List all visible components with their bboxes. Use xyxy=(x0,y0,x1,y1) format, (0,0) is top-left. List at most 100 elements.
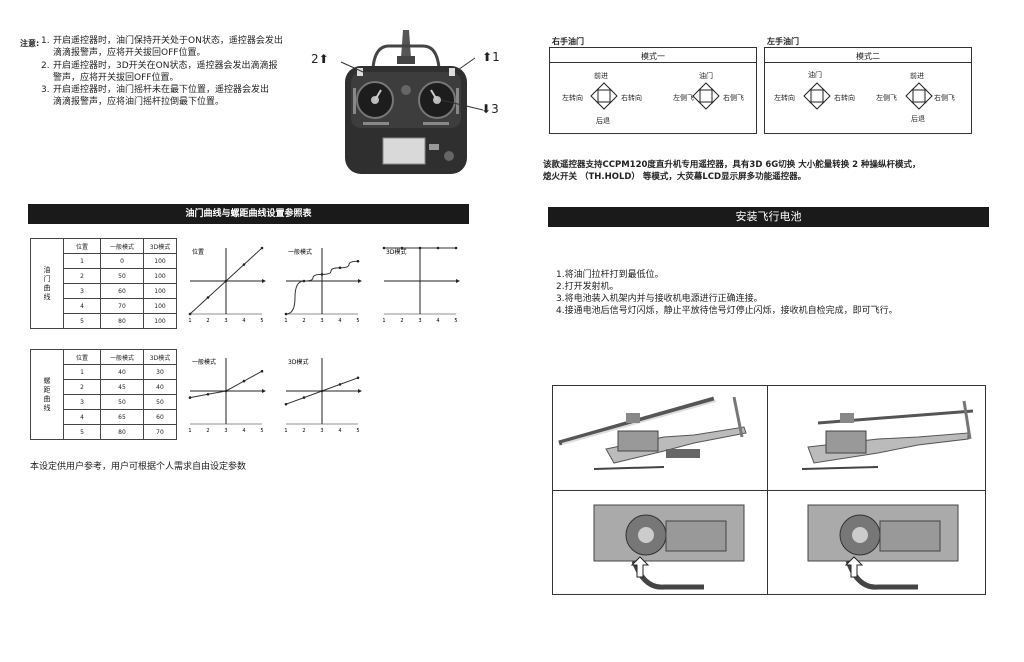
dpad-icon xyxy=(692,82,720,110)
description-line: 熄火开关 （TH.HOLD） 等模式，大荧幕LCD显示屏多功能遥控器。 xyxy=(543,172,807,182)
helicopter-photo xyxy=(801,400,974,470)
curve-section-title: 油门曲线与螺距曲线设置参照表 xyxy=(28,204,469,224)
curve-point xyxy=(338,383,342,386)
battery-photo-grid xyxy=(552,385,986,595)
tick-label: 1 xyxy=(382,318,385,324)
dpad-label-left: 左转向 xyxy=(562,94,583,102)
mode1-box: 模式一 xyxy=(549,47,757,134)
warning-text: 警声，应将开关拔回OFF位置。 xyxy=(53,72,179,83)
warning-num: 3. xyxy=(41,85,50,95)
axis-arrow-icon xyxy=(358,389,362,393)
tick-label: 5 xyxy=(454,318,457,324)
dpad-icon xyxy=(590,82,618,110)
tick-label: 2 xyxy=(400,318,403,324)
curve-point xyxy=(454,246,458,250)
dpad-label-top: 前进 xyxy=(594,72,608,80)
mode2-caption: 左手油门 xyxy=(767,37,799,46)
tick-label: 3 xyxy=(320,428,323,434)
curve-point xyxy=(284,402,288,406)
callout-number: 2 xyxy=(311,52,319,66)
curve-point xyxy=(356,259,360,263)
axis-arrow-icon xyxy=(456,279,460,283)
curve-point xyxy=(356,376,360,380)
curve-point xyxy=(400,246,404,250)
battery-step: 3.将电池装入机架内并与接收机电源进行正确连接。 xyxy=(556,294,763,304)
curve-point xyxy=(418,246,422,250)
curve-point xyxy=(242,263,246,266)
arrow-up-icon: ⬆ xyxy=(318,52,329,66)
tick-label: 4 xyxy=(338,428,341,434)
axis-arrow-icon xyxy=(262,389,266,393)
tick-label: 5 xyxy=(260,318,263,324)
tick-label: 5 xyxy=(260,428,263,434)
battery-install-photo xyxy=(807,504,959,590)
helicopter-photo xyxy=(558,396,747,470)
tick-label: 4 xyxy=(242,428,245,434)
dpad-label-right: 右侧飞 xyxy=(934,94,955,102)
dpad-label-left: 左侧飞 xyxy=(673,94,694,102)
tick-label: 1 xyxy=(188,318,191,324)
battery-step: 1.将油门拉杆打到最低位。 xyxy=(556,270,664,280)
pitch-side-label: 螺距曲线 xyxy=(43,376,51,412)
callout-number: 1 xyxy=(492,50,500,64)
curve-point xyxy=(382,246,386,250)
table-header: 位置 xyxy=(63,349,101,365)
graph-label: 一般模式 xyxy=(192,358,216,366)
battery-install-photo xyxy=(593,504,745,590)
table-header: 3D模式 xyxy=(143,349,177,365)
mode2-box: 模式二 xyxy=(764,47,972,134)
warning-item-1: 1.开启遥控器时，油门保持开关处于ON状态，遥控器会发出 滴滴报警声，应将开关拔… xyxy=(41,36,321,59)
table-header: 一般模式 xyxy=(100,349,144,365)
warning-text: 开启遥控器时，3D开关在ON状态，遥控器会发出滴滴报 xyxy=(53,61,278,71)
graph-label: 3D模式 xyxy=(288,358,308,366)
curve-point xyxy=(284,312,288,316)
tick-label: 2 xyxy=(206,428,209,434)
curve-point xyxy=(338,266,342,270)
curve-point xyxy=(260,369,264,373)
warning-text: 滴滴报警声，应将油门摇杆拉倒最下位置。 xyxy=(53,96,225,107)
dpad-label-left: 左转向 xyxy=(774,94,795,102)
transmitter-illustration xyxy=(340,30,484,174)
warning-item-3: 3.开启遥控器时，油门摇杆未在最下位置，遥控器会发出 滴滴报警声，应将油门摇杆拉… xyxy=(41,85,321,108)
curve-point xyxy=(320,273,324,276)
dpad-icon xyxy=(803,82,831,110)
battery-step: 4.接通电池后信号灯闪烁，静止平放待信号灯停止闪烁，接收机自检完成，即可飞行。 xyxy=(556,306,898,316)
throttle-side-label: 油门曲线 xyxy=(43,265,51,301)
tick-label: 4 xyxy=(436,318,439,324)
tick-label: 1 xyxy=(188,428,191,434)
tick-label: 2 xyxy=(302,318,305,324)
curve-footer-note: 本设定供用户参考，用户可根据个人需求自由设定参数 xyxy=(30,462,247,472)
dpad-label-top: 前进 xyxy=(910,72,924,80)
warning-text: 滴滴报警声，应将开关拔回OFF位置。 xyxy=(53,47,206,58)
description-line: 该款遥控器支持CCPM120度直升机专用遥控器，具有3D 6G切换 大小舵量转换… xyxy=(543,160,921,170)
dpad-label-right: 右转向 xyxy=(621,94,642,102)
graph-label: 3D模式 xyxy=(386,248,406,256)
tick-label: 2 xyxy=(206,318,209,324)
dpad-label-right: 右侧飞 xyxy=(723,94,744,102)
table-header: 3D模式 xyxy=(143,238,177,254)
dpad-label-top: 油门 xyxy=(808,71,822,79)
dpad-label-top: 油门 xyxy=(699,72,713,80)
graph-label: 一般模式 xyxy=(288,248,312,256)
warning-text: 开启遥控器时，油门保持开关处于ON状态，遥控器会发出 xyxy=(53,36,283,46)
curve-point xyxy=(206,296,210,299)
mode2-title: 模式二 xyxy=(856,52,880,61)
curve-point xyxy=(188,312,192,316)
curve-point xyxy=(224,279,228,283)
tick-label: 4 xyxy=(242,318,245,324)
warning-num: 2. xyxy=(41,61,50,71)
curve-point xyxy=(242,379,246,383)
callout-2: 2⬆ xyxy=(311,52,329,66)
callout-1: ⬆1 xyxy=(482,50,500,64)
